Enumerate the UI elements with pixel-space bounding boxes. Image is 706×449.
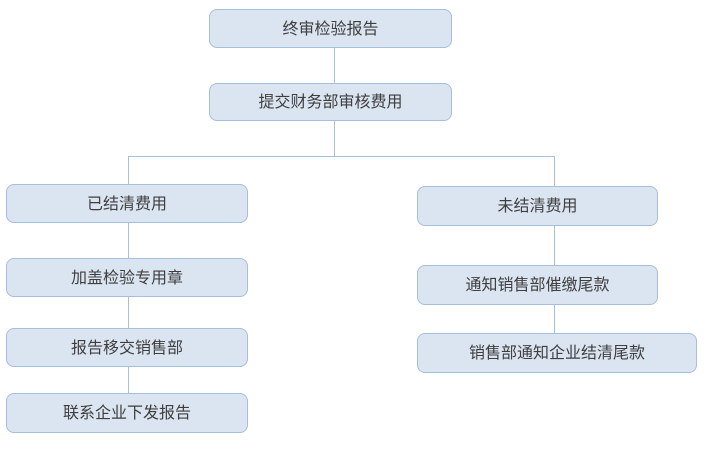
connector-final-to-submit [334, 48, 335, 83]
connector-stamp-to-transfer [128, 297, 129, 328]
flow-node-final-report: 终审检验报告 [209, 9, 452, 48]
connector-branch-rail [128, 156, 555, 157]
connector-notify-to-sales-notify [554, 305, 555, 333]
flow-node-label: 终审检验报告 [282, 18, 379, 38]
flow-node-label: 联系企业下发报告 [62, 403, 191, 422]
flow-node-label: 销售部通知企业结清尾款 [468, 343, 645, 362]
connector-submit-to-rail [334, 121, 335, 157]
connector-transfer-to-contact [128, 367, 129, 393]
flow-node-label: 提交财务部审核费用 [258, 92, 403, 111]
flow-node-label: 已结清费用 [86, 193, 167, 213]
flow-node-submit-finance: 提交财务部审核费用 [209, 83, 452, 121]
flow-node-label: 加盖检验专用章 [70, 267, 183, 287]
connector-settled-to-stamp [128, 223, 129, 258]
flow-node-unsettled: 未结清费用 [417, 186, 658, 226]
flow-node-notify-sales-dept: 通知销售部催缴尾款 [417, 265, 658, 305]
connector-rail-to-settled [128, 156, 129, 184]
flow-node-contact-enterprise: 联系企业下发报告 [6, 393, 248, 433]
flow-node-label: 报告移交销售部 [70, 337, 183, 357]
flow-node-sales-notify-enterprise: 销售部通知企业结清尾款 [417, 333, 697, 373]
flow-node-stamp-seal: 加盖检验专用章 [6, 258, 248, 297]
flow-node-transfer-sales: 报告移交销售部 [6, 328, 248, 367]
flow-node-label: 未结清费用 [497, 196, 578, 215]
flow-node-settled: 已结清费用 [6, 184, 248, 223]
connector-unsettled-to-notify [554, 226, 555, 265]
flow-node-label: 通知销售部催缴尾款 [465, 275, 610, 294]
connector-rail-to-unsettled [554, 156, 555, 186]
